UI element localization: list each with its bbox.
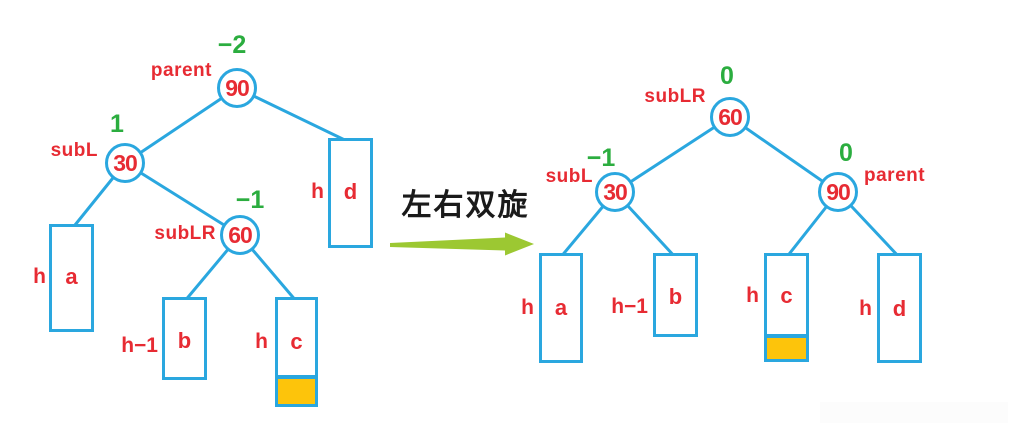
node-90-right: 90 (818, 172, 858, 212)
subtree-rect-d-right (877, 253, 922, 363)
subtree-letter-a-left: a (65, 264, 78, 289)
subtree-rect-a-right (539, 253, 583, 363)
height-label-d-left: h (311, 180, 324, 203)
subtree-letter-c-left: c (290, 329, 303, 354)
subtree-rect-d-left (328, 138, 373, 248)
height-label-d-right: h (859, 297, 872, 320)
height-label-c-left: h (255, 330, 268, 353)
balance-factor-subL-left: 1 (110, 110, 124, 138)
edge-30-60-left (123, 161, 242, 237)
node-30-left: 30 (105, 143, 145, 183)
balance-factor-subLR-right: 0 (720, 62, 734, 90)
subtree-letter-a-right: a (554, 295, 568, 320)
node-label-subLR-left: subLR (154, 223, 216, 244)
rotation-label: 左右双旋 (401, 188, 530, 223)
subtree-rect-c-left (275, 297, 318, 378)
node-label-subL-left: subL (50, 140, 98, 161)
edge-90-30-left (123, 86, 239, 165)
height-label-a-right: h (521, 296, 534, 319)
node-label-subLR-right: subLR (644, 86, 706, 107)
height-label-a-left: h (33, 265, 46, 288)
balance-factor-parent-right: 0 (839, 139, 853, 167)
balance-factor-subL-right: −1 (586, 144, 616, 172)
height-label-b-left: h−1 (121, 334, 158, 357)
node-label-parent-left: parent (150, 60, 212, 81)
subtree-rect-a-left (49, 224, 94, 332)
edge-60-30-right (613, 115, 732, 194)
balance-factor-subLR-left: −1 (235, 186, 265, 214)
node-60-right: 60 (710, 97, 750, 137)
height-label-c-right: h (746, 284, 759, 307)
balance-factor-parent-left: −2 (217, 31, 247, 59)
node-label-parent-right: parent (864, 165, 926, 186)
subtree-letter-b-right: b (668, 284, 683, 309)
highlight-block-c-right (764, 335, 809, 362)
subtree-letter-d-right: d (892, 296, 907, 321)
subtree-letter-b-left: b (177, 328, 192, 353)
subtree-letter-d-left: d (343, 179, 358, 204)
subtree-rect-b-right (653, 253, 698, 337)
highlight-block-c-left (275, 376, 318, 407)
edge-60-90-right (728, 115, 840, 194)
edge-90-d-left (235, 86, 353, 145)
height-label-b-right: h−1 (611, 295, 648, 318)
subtree-rect-b-left (162, 297, 207, 380)
node-60-left: 60 (220, 215, 260, 255)
node-label-subL-right: subL (545, 166, 593, 187)
node-30-right: 30 (595, 172, 635, 212)
node-90-left: 90 (217, 68, 257, 108)
rotation-arrow (390, 232, 534, 256)
subtree-letter-c-right: c (780, 283, 793, 308)
faded-watermark-strip (820, 402, 1008, 423)
